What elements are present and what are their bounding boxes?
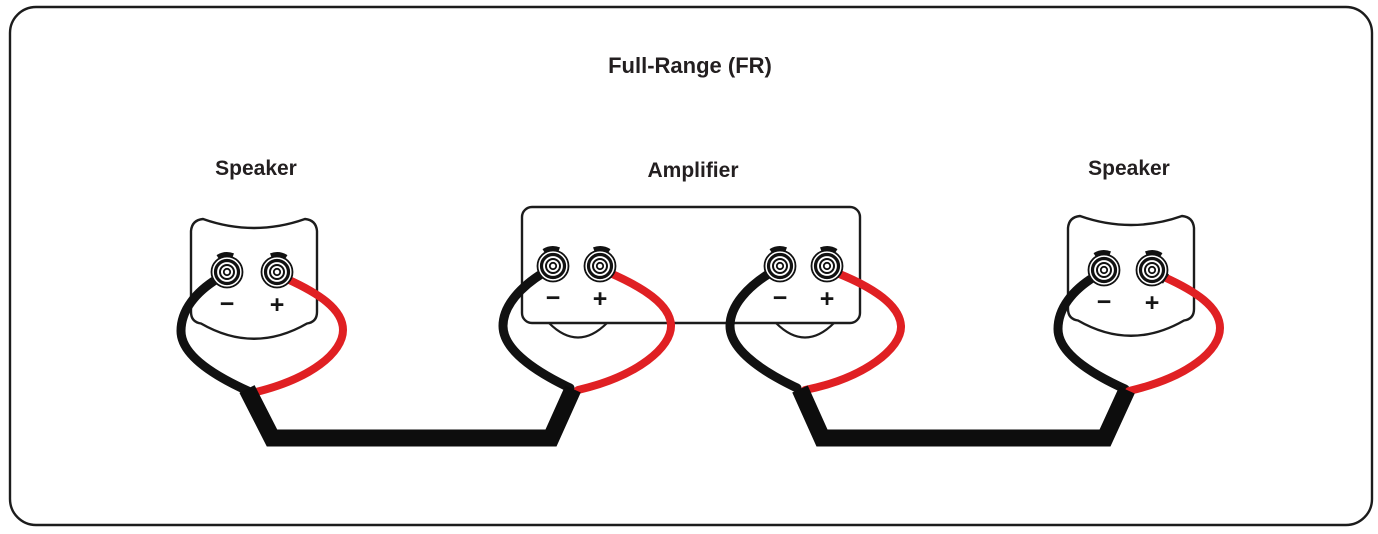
amp-right-negative-wire [725, 268, 802, 393]
amplifier-foot-arc-left [548, 322, 608, 339]
left-speaker-positive-wire [248, 275, 348, 397]
left-speaker-negative-wire [176, 274, 253, 396]
left-speaker-positive-sign: + [270, 291, 285, 319]
amp-right-negative-terminal [765, 249, 796, 282]
right-speaker-box [1066, 214, 1196, 337]
left-speaker-box [189, 217, 319, 340]
amp-left-positive-sign: + [593, 285, 608, 313]
amplifier-box [520, 205, 862, 325]
right-speaker-cable [792, 385, 1135, 447]
right-speaker-label: Speaker [1088, 157, 1170, 180]
amp-left-positive-terminal [585, 249, 616, 282]
amp-left-negative-wire [498, 268, 575, 393]
diagram-title: Full-Range (FR) [608, 53, 772, 78]
right-speaker-negative-sign: − [1097, 288, 1112, 316]
amp-left-positive-wire [574, 269, 675, 394]
amp-right-negative-sign: − [773, 284, 788, 312]
amp-left-negative-sign: − [546, 284, 561, 312]
left-speaker-positive-terminal [262, 255, 293, 288]
amp-right-positive-sign: + [820, 285, 835, 313]
left-speaker-negative-terminal [212, 255, 243, 288]
right-speaker-negative-terminal [1089, 253, 1120, 286]
left-speaker-cable [239, 385, 581, 447]
left-speaker-label: Speaker [215, 157, 297, 180]
right-speaker-positive-wire [1125, 273, 1225, 395]
amplifier-foot-arc-right [775, 322, 835, 339]
left-speaker-negative-sign: − [220, 290, 235, 318]
amp-left-negative-terminal [538, 249, 569, 282]
amplifier-label: Amplifier [647, 159, 738, 182]
right-speaker-negative-wire [1053, 272, 1130, 394]
amp-right-positive-wire [801, 269, 905, 394]
amp-right-positive-terminal [812, 249, 843, 282]
right-speaker-positive-terminal [1137, 253, 1168, 286]
right-speaker-positive-sign: + [1145, 289, 1160, 317]
